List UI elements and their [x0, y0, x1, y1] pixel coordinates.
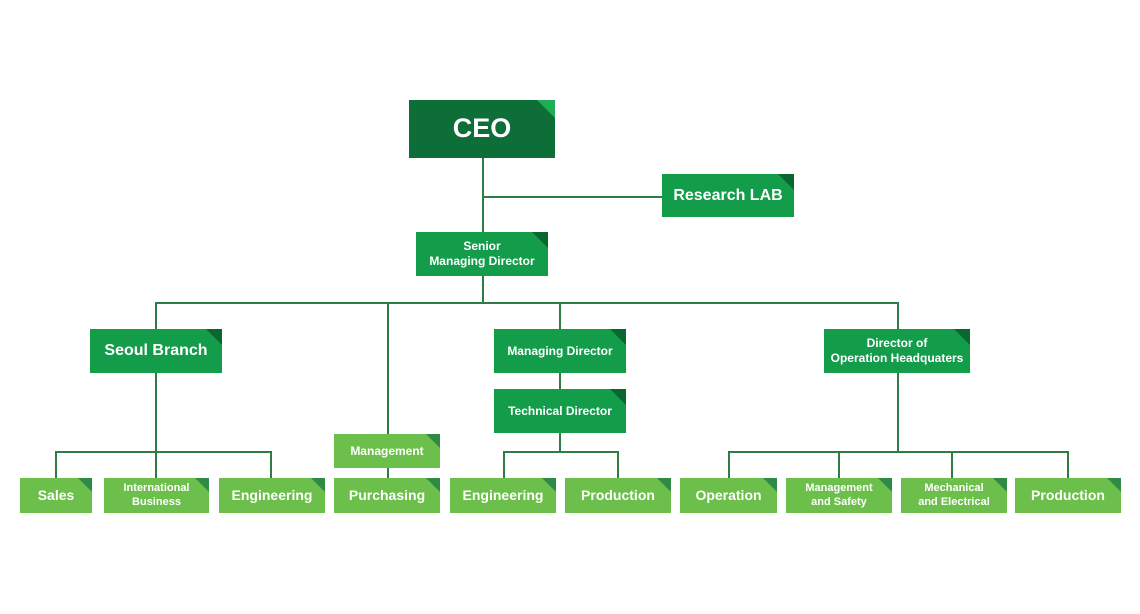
connector-line [55, 451, 272, 453]
connector-line [559, 373, 561, 390]
connector-line [617, 451, 619, 479]
node-management: Management [334, 434, 440, 468]
node-label: Purchasing [348, 486, 426, 503]
connector-line [559, 432, 561, 452]
connector-line [503, 451, 619, 453]
node-purchasing: Purchasing [334, 478, 440, 513]
node-managing-director: Managing Director [494, 329, 626, 373]
connector-line [155, 302, 157, 330]
node-management-and-safety: Management and Safety [786, 478, 892, 513]
node-research-lab: Research LAB [662, 174, 794, 217]
node-production-ops: Production [1015, 478, 1121, 513]
node-ceo: CEO [409, 100, 555, 158]
node-international-business: International Business [104, 478, 209, 513]
connector-line [482, 196, 663, 198]
connector-line [503, 451, 505, 479]
node-engineering-tech: Engineering [450, 478, 556, 513]
node-label: Sales [37, 486, 75, 503]
node-label: Operation [695, 486, 762, 503]
node-label: Director of Operation Headquaters [830, 336, 964, 365]
node-label: Management and Safety [805, 481, 873, 508]
node-label: International Business [123, 481, 190, 508]
node-operation: Operation [680, 478, 777, 513]
node-label: Production [581, 486, 655, 503]
node-senior-managing-director: Senior Managing Director [416, 232, 548, 276]
node-label: Managing Director [507, 343, 613, 358]
connector-line [387, 468, 389, 479]
node-label: Mechanical and Electrical [918, 481, 990, 508]
node-label: Research LAB [673, 186, 783, 204]
node-mechanical-and-electrical: Mechanical and Electrical [901, 478, 1007, 513]
connector-line [897, 302, 899, 330]
node-sales: Sales [20, 478, 92, 513]
node-label: Seoul Branch [104, 342, 208, 359]
node-label: Management [350, 443, 424, 458]
connector-line [897, 373, 899, 452]
node-seoul-branch: Seoul Branch [90, 329, 222, 373]
connector-line [482, 276, 484, 303]
connector-line [559, 302, 561, 330]
connector-line [838, 451, 840, 479]
node-technical-director: Technical Director [494, 389, 626, 433]
node-director-operation-hq: Director of Operation Headquaters [824, 329, 970, 373]
connector-line [55, 451, 57, 479]
connector-line [728, 451, 1069, 453]
connector-line [155, 451, 157, 479]
node-engineering-seoul: Engineering [219, 478, 325, 513]
node-label: Senior Managing Director [429, 239, 535, 268]
connector-line [482, 158, 484, 232]
connector-line [387, 302, 389, 434]
node-label: Engineering [462, 486, 544, 503]
node-production-tech: Production [565, 478, 671, 513]
connector-line [270, 451, 272, 479]
node-label: Engineering [231, 486, 313, 503]
connector-line [155, 302, 899, 304]
node-label: Technical Director [508, 403, 612, 418]
connector-line [728, 451, 730, 479]
node-label: Production [1031, 486, 1105, 503]
connector-line [155, 373, 157, 452]
connector-line [951, 451, 953, 479]
node-label: CEO [452, 113, 512, 144]
connector-line [1067, 451, 1069, 479]
